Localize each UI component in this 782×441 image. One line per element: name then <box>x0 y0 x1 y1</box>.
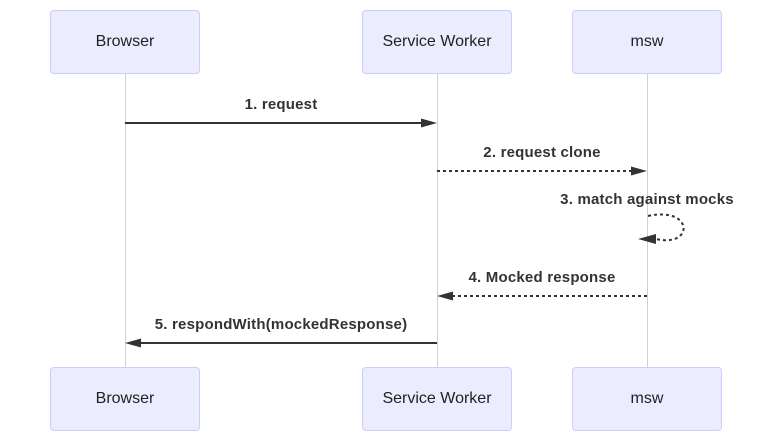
actor-label-service-worker: Service Worker <box>382 390 492 407</box>
message-label-request-clone: 2. request clone <box>483 144 601 161</box>
actor-bottom-service-worker: Service Worker <box>362 367 512 431</box>
actor-label-browser: Browser <box>95 390 155 407</box>
message-label-match-against-mocks: 3. match against mocks <box>560 191 734 208</box>
actor-label-msw: msw <box>630 33 664 50</box>
lifeline-msw <box>647 74 648 367</box>
message-label-mocked-response: 4. Mocked response <box>468 269 616 286</box>
actor-label-msw: msw <box>630 390 664 407</box>
arrowhead-respondwith <box>125 338 141 348</box>
actor-top-msw: msw <box>572 10 722 74</box>
arrowhead-mocked-response <box>437 291 453 301</box>
actor-top-service-worker: Service Worker <box>362 10 512 74</box>
arrowhead-request <box>421 118 437 128</box>
actor-bottom-browser: Browser <box>50 367 200 431</box>
actor-label-browser: Browser <box>95 33 155 50</box>
message-label-request: 1. request <box>244 96 318 113</box>
actor-bottom-msw: msw <box>572 367 722 431</box>
actor-label-service-worker: Service Worker <box>382 33 492 50</box>
actor-top-browser: Browser <box>50 10 200 74</box>
lifeline-service-worker <box>437 74 438 367</box>
message-label-respondwith: 5. respondWith(mockedResponse) <box>154 316 408 333</box>
lifeline-browser <box>125 74 126 367</box>
arrowhead-request-clone <box>631 166 647 176</box>
self-loop-match-against-mocks <box>647 213 685 242</box>
